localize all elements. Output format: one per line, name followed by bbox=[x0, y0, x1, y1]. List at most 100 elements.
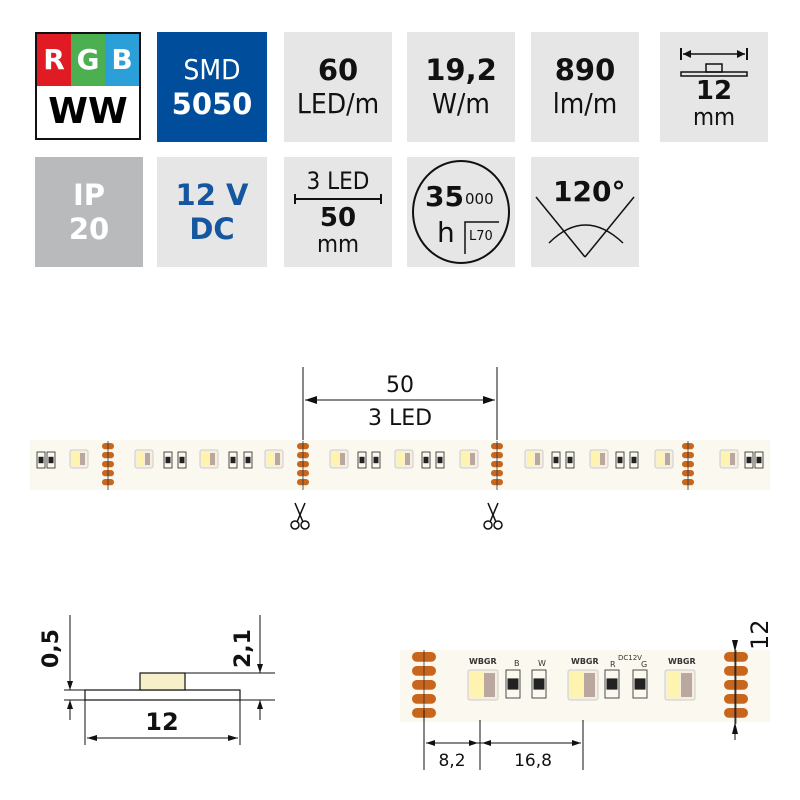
width-value: 12 bbox=[695, 76, 733, 106]
lifetime-tile: 35 000 h L70 bbox=[407, 157, 515, 267]
cut-unit-tile: 3 LED 50 mm bbox=[284, 157, 392, 267]
rgb-g: G bbox=[71, 34, 105, 86]
lumen-value: 890 bbox=[554, 53, 616, 87]
led-die-ww bbox=[137, 452, 144, 466]
resistor bbox=[606, 678, 618, 690]
cut-length-bar-icon bbox=[294, 194, 382, 204]
rgb-b: B bbox=[105, 34, 139, 86]
resistor bbox=[617, 456, 623, 464]
resistor-outline bbox=[754, 451, 764, 469]
smd-label: SMD bbox=[183, 53, 241, 86]
resistor-outline bbox=[604, 669, 620, 699]
resistor-outline bbox=[163, 451, 173, 469]
pad-to-led-dim: 8,2 bbox=[438, 751, 465, 771]
power-unit: W/m bbox=[432, 87, 490, 120]
led-die-rgb bbox=[484, 673, 495, 697]
resistor-outline bbox=[46, 451, 56, 469]
led-die-rgb bbox=[145, 453, 150, 465]
voltage-type: DC bbox=[189, 212, 235, 246]
chip-label: WBGR bbox=[469, 657, 497, 666]
led-die-rgb bbox=[600, 453, 605, 465]
resistor bbox=[507, 678, 519, 690]
lumen-unit: lm/m bbox=[552, 87, 618, 120]
lifetime-suffix: 000 bbox=[465, 190, 494, 208]
rgbww-badge: R G B WW bbox=[35, 32, 141, 140]
ip-label: IP bbox=[72, 178, 106, 212]
resistor bbox=[634, 678, 646, 690]
led-die-rgb bbox=[665, 453, 670, 465]
resistor-label: R bbox=[610, 660, 616, 669]
beam-angle-tile: 120° bbox=[531, 157, 639, 267]
resistor bbox=[359, 456, 365, 464]
resistor bbox=[373, 456, 379, 464]
led-die-rgb bbox=[681, 673, 692, 697]
resistor-outline bbox=[632, 669, 648, 699]
led-die-ww bbox=[332, 452, 339, 466]
resistor-outline bbox=[435, 451, 445, 469]
resistor bbox=[179, 456, 185, 464]
led-die-ww bbox=[667, 672, 680, 698]
resistor-label: G bbox=[641, 660, 647, 669]
cut-length-unit: mm bbox=[316, 230, 360, 258]
resistor-outline bbox=[744, 451, 754, 469]
width-unit: mm bbox=[692, 103, 736, 131]
led-die-ww bbox=[267, 452, 274, 466]
resistor-outline bbox=[565, 451, 575, 469]
resistor bbox=[756, 456, 762, 464]
power-value: 19,2 bbox=[425, 53, 497, 87]
resistor bbox=[553, 456, 559, 464]
led-chip bbox=[139, 672, 186, 691]
lifetime-circle-icon: 35 000 h L70 bbox=[412, 160, 510, 264]
led-die-rgb bbox=[80, 453, 85, 465]
led-die-rgb bbox=[535, 453, 540, 465]
voltage-label: DC12V bbox=[618, 654, 642, 662]
led-die-ww bbox=[592, 452, 599, 466]
ip-badge: IP 20 bbox=[35, 157, 143, 267]
resistor-outline bbox=[36, 451, 46, 469]
ip-value: 20 bbox=[68, 212, 110, 246]
detail-width-dim: 12 bbox=[746, 619, 774, 650]
resistor-outline bbox=[421, 451, 431, 469]
led-die-ww bbox=[722, 452, 729, 466]
led-die-rgb bbox=[405, 453, 410, 465]
resistor bbox=[230, 456, 236, 464]
led-die-rgb bbox=[584, 673, 595, 697]
led-die-ww bbox=[657, 452, 664, 466]
resistor-label: W bbox=[538, 659, 546, 668]
strip-diagram: 50 3 LED bbox=[30, 367, 770, 530]
cross-section-diagram: 0,5 2,1 12 bbox=[39, 615, 275, 745]
lifetime-rating: L70 bbox=[469, 229, 493, 244]
resistor bbox=[165, 456, 171, 464]
resistor-outline bbox=[243, 451, 253, 469]
resistor-outline bbox=[531, 669, 547, 699]
led-density-value: 60 bbox=[317, 53, 359, 87]
voltage-value: 12 V bbox=[175, 178, 249, 212]
chip-label: WBGR bbox=[668, 657, 696, 666]
scissors-icon[interactable] bbox=[483, 502, 503, 530]
scissors-icon[interactable] bbox=[290, 502, 310, 530]
led-density-tile: 60 LED/m bbox=[284, 32, 392, 142]
resistor bbox=[48, 456, 54, 464]
cut-leds: 3 LED bbox=[306, 167, 370, 195]
cut-length-value: 50 bbox=[319, 203, 357, 233]
resistor bbox=[437, 456, 443, 464]
led-die-ww bbox=[397, 452, 404, 466]
resistor-outline bbox=[228, 451, 238, 469]
resistor bbox=[38, 456, 44, 464]
led-die-rgb bbox=[210, 453, 215, 465]
resistor-outline bbox=[357, 451, 367, 469]
resistor bbox=[631, 456, 637, 464]
voltage-tile: 12 V DC bbox=[157, 157, 267, 267]
resistor-outline bbox=[371, 451, 381, 469]
led-die-rgb bbox=[340, 453, 345, 465]
led-die-ww bbox=[527, 452, 534, 466]
led-die-ww bbox=[470, 672, 483, 698]
led-die-rgb bbox=[730, 453, 735, 465]
power-tile: 19,2 W/m bbox=[407, 32, 515, 142]
resistor bbox=[746, 456, 752, 464]
resistor bbox=[533, 678, 545, 690]
lifetime-unit: h bbox=[437, 216, 455, 249]
strip-width-label: 12 bbox=[145, 708, 178, 736]
led-die-ww bbox=[570, 672, 583, 698]
led-die-ww bbox=[462, 452, 469, 466]
